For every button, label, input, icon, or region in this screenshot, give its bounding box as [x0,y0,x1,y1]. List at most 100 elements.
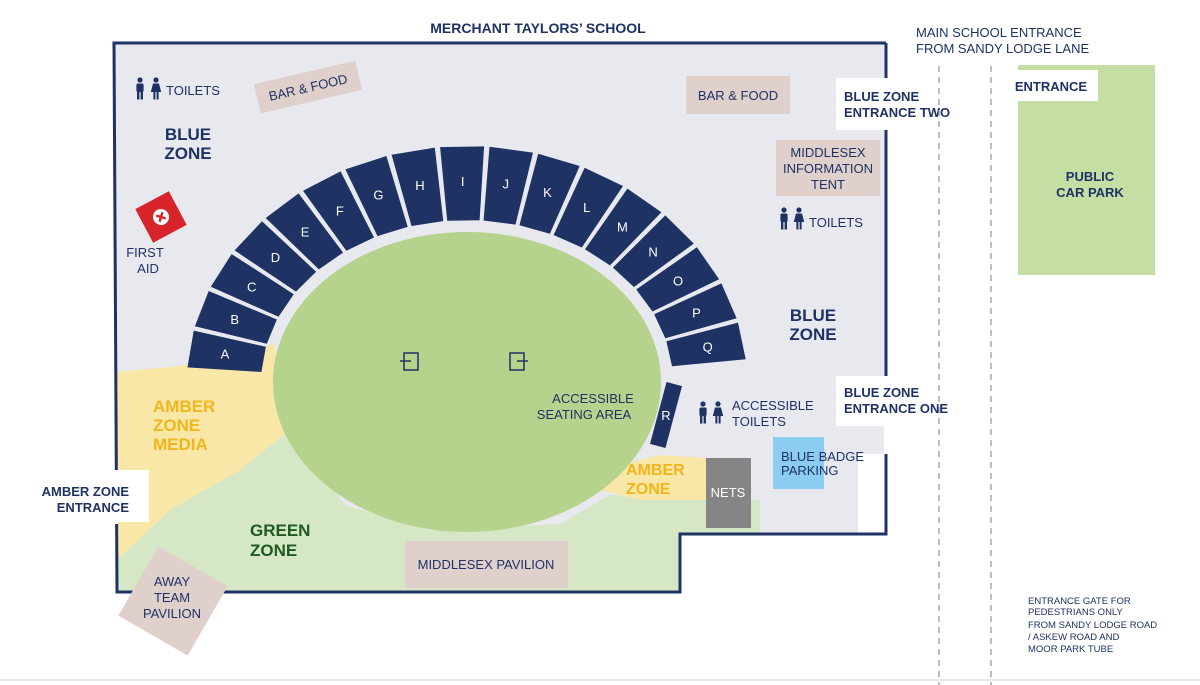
svg-text:ZONE: ZONE [153,416,200,435]
svg-text:ZONE: ZONE [626,481,671,498]
svg-text:TENT: TENT [811,177,845,192]
svg-text:BLUE: BLUE [165,125,211,144]
toilets-label: TOILETS [809,215,863,230]
blue-badge-parking[interactable]: BLUE BADGE PARKING [773,437,864,489]
stand-e[interactable]: E [265,193,344,270]
stand-g[interactable]: G [345,156,408,237]
pitch-area [273,232,661,532]
stand-label: P [692,305,701,320]
svg-text:TEAM: TEAM [154,590,190,605]
stand-label: Q [703,340,713,355]
stand-q[interactable]: Q [666,322,746,367]
stand-block-shape [391,147,444,226]
svg-text:ENTRANCE GATE FOR: ENTRANCE GATE FOR [1028,596,1131,607]
stand-label: J [502,177,509,192]
stand-p[interactable]: P [654,283,737,339]
svg-text:ACCESSIBLE: ACCESSIBLE [732,398,814,413]
svg-text:GREEN: GREEN [250,521,310,540]
away-team-pavilion[interactable]: AWAY TEAM PAVILION [118,546,228,656]
stand-f[interactable]: F [303,171,374,251]
svg-text:/ ASKEW ROAD AND: / ASKEW ROAD AND [1028,632,1119,643]
stand-i[interactable]: I [440,146,485,221]
svg-text:PEDESTRIANS ONLY: PEDESTRIANS ONLY [1028,607,1124,618]
stand-block-shape [553,167,623,248]
svg-text:PAVILION: PAVILION [143,606,201,621]
stand-block-shape [519,153,580,234]
svg-text:SEATING AREA: SEATING AREA [537,407,632,422]
svg-text:BLUE BADGE: BLUE BADGE [781,449,864,464]
stand-h[interactable]: H [391,147,444,226]
svg-text:ENTRANCE: ENTRANCE [57,500,130,515]
accessible-toilets[interactable]: ACCESSIBLE TOILETS [699,398,814,429]
stand-j[interactable]: J [483,146,533,225]
stand-label: K [543,185,552,200]
svg-text:MIDDLESEX: MIDDLESEX [790,145,865,160]
svg-text:BLUE ZONE: BLUE ZONE [844,385,919,400]
stand-label: E [301,224,310,239]
svg-text:MIDDLESEX PAVILION: MIDDLESEX PAVILION [418,557,555,572]
amber-zone-media-area [114,344,290,560]
stand-o[interactable]: O [636,247,720,312]
stand-label: O [673,273,683,288]
blue-zone-entrance-one[interactable]: BLUE ZONE ENTRANCE ONE [836,376,958,426]
stand-label: C [247,280,256,295]
svg-text:CAR PARK: CAR PARK [1056,185,1124,200]
toilets-right[interactable]: TOILETS [780,207,863,230]
stand-block-shape [654,283,737,339]
stand-d[interactable]: D [234,221,317,292]
bar-food-right[interactable]: BAR & FOOD [686,76,790,114]
stand-label: M [617,220,628,235]
svg-text:NETS: NETS [711,485,746,500]
svg-text:INFORMATION: INFORMATION [783,161,873,176]
right-sightscreen-icon [509,352,528,371]
stand-label: A [221,346,230,361]
pedestrian-entrance-note: ENTRANCE GATE FOR PEDESTRIANS ONLY FROM … [1028,596,1157,655]
car-park-entrance[interactable]: ENTRANCE [1006,70,1098,101]
amber-zone-small-label: AMBER ZONE [626,462,685,498]
stand-k[interactable]: K [519,153,580,234]
middlesex-pavilion[interactable]: MIDDLESEX PAVILION [405,541,568,588]
accessible-seating-area: ACCESSIBLE SEATING AREA [537,391,634,422]
svg-text:FROM SANDY LODGE LANE: FROM SANDY LODGE LANE [916,41,1089,56]
stand-b[interactable]: B [194,291,277,344]
nets[interactable]: NETS [706,458,751,528]
svg-text:TOILETS: TOILETS [732,414,786,429]
stand-block-shape [265,193,344,270]
svg-text:AMBER: AMBER [626,462,685,479]
svg-text:AMBER: AMBER [153,397,215,416]
first-aid-icon [135,191,187,243]
svg-text:MOOR PARK TUBE: MOOR PARK TUBE [1028,644,1113,655]
stand-block-shape [585,188,662,266]
stand-block-shape [483,146,533,225]
svg-text:FIRST: FIRST [126,245,164,260]
stand-m[interactable]: M [585,188,662,266]
toilets-label: TOILETS [166,83,220,98]
toilets-left[interactable]: TOILETS [136,77,220,100]
stand-block-shape [234,221,317,292]
first-aid[interactable]: FIRST AID [126,191,187,276]
middlesex-information-tent[interactable]: MIDDLESEX INFORMATION TENT [776,140,880,196]
stand-c[interactable]: C [210,254,294,317]
stand-r[interactable]: R [649,382,683,448]
stand-block-shape [194,291,277,344]
svg-text:ZONE: ZONE [250,541,297,560]
stand-a[interactable]: A [187,330,266,372]
stand-label: F [336,203,344,218]
blue-zone-entrance-two[interactable]: BLUE ZONE ENTRANCE TWO [836,78,962,130]
stand-label: N [648,245,657,260]
stand-n[interactable]: N [612,215,694,287]
amber-zone-entrance[interactable]: AMBER ZONE ENTRANCE [22,470,149,522]
amber-zone-media-label: AMBER ZONE MEDIA [153,397,215,454]
stand-label: R [661,408,670,423]
stand-block-shape [210,254,294,317]
stand-label: D [271,250,280,265]
stand-block-shape [636,247,720,312]
stand-block-shape [612,215,694,287]
stand-label: H [415,178,424,193]
svg-text:ACCESSIBLE: ACCESSIBLE [552,391,634,406]
svg-text:ZONE: ZONE [164,144,211,163]
stand-block-shape [666,322,746,367]
stand-l[interactable]: L [553,167,623,248]
